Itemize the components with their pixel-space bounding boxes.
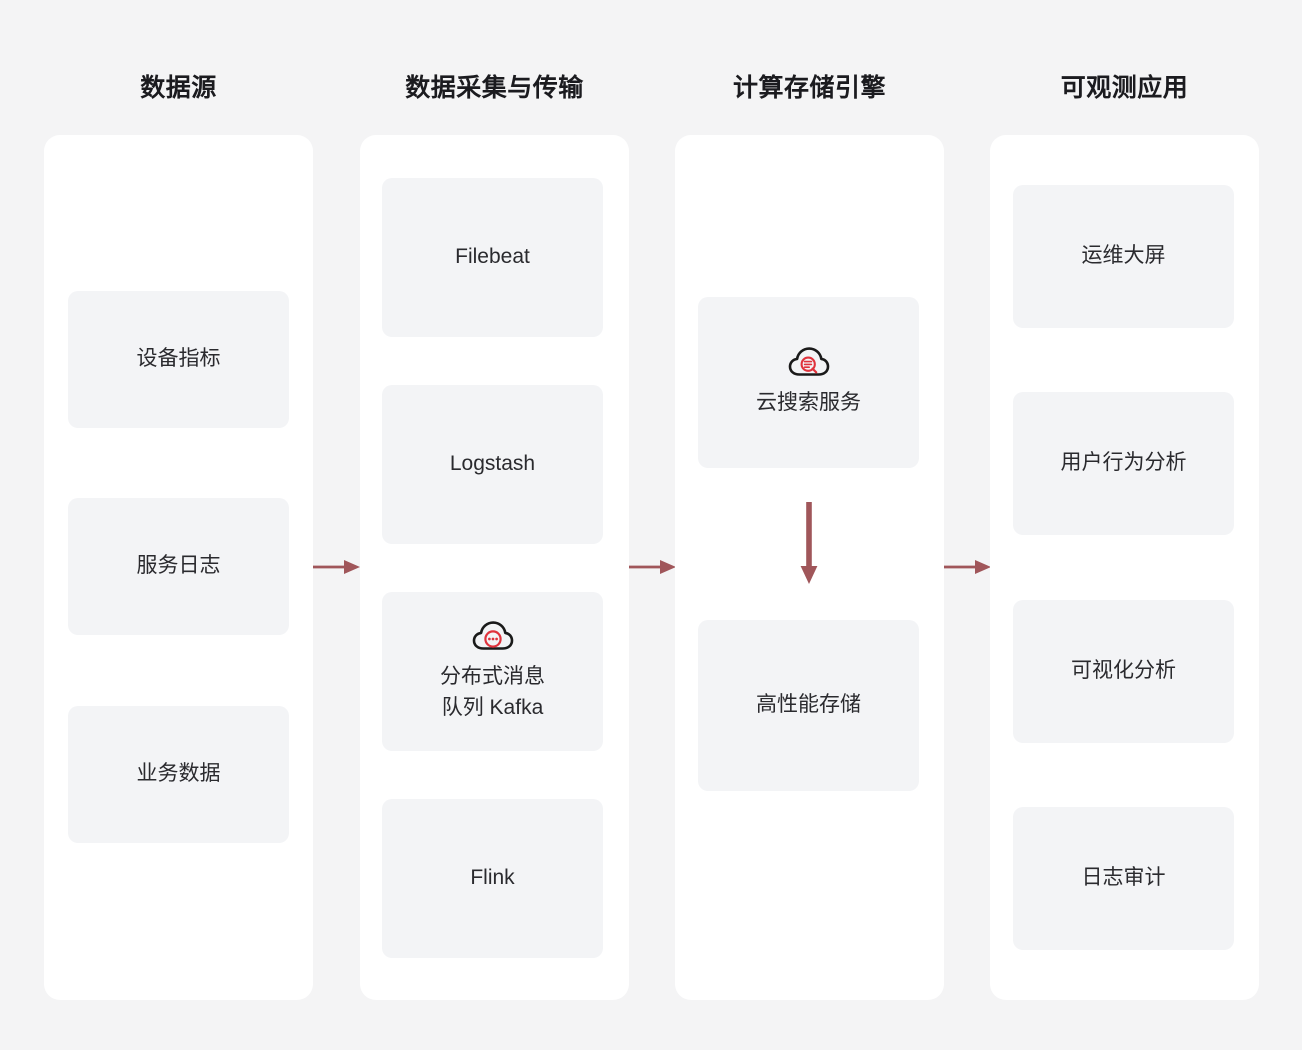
arrow-right-icon — [313, 560, 360, 574]
card-visual-analysis[interactable]: 可视化分析 — [1013, 600, 1234, 743]
card-label: Filebeat — [455, 245, 530, 269]
card-label: Logstash — [449, 452, 536, 476]
card-label: 分布式消息 队列 Kafka — [440, 665, 545, 719]
arrow-right-icon — [629, 560, 676, 574]
column-header-compute-storage-engine: 计算存储引擎 — [732, 74, 886, 102]
card-service-logs[interactable]: 服务日志 — [68, 498, 289, 635]
card-user-behavior-analysis[interactable]: 用户行为分析 — [1013, 392, 1234, 535]
column-header-collection-transport: 数据采集与传输 — [405, 74, 584, 102]
card-label: 日志审计 — [1081, 866, 1166, 890]
card-label: 设备指标 — [136, 347, 221, 371]
card-label: Flink — [470, 866, 515, 890]
cloud-message-queue-icon — [472, 620, 514, 652]
arrow-right-icon — [944, 560, 991, 574]
card-label: 业务数据 — [136, 762, 221, 786]
card-cloud-search-service[interactable]: 云搜索服务 — [698, 297, 919, 468]
arrow-search-to-storage — [798, 502, 820, 586]
card-label: 高性能存储 — [756, 693, 861, 717]
arrow-source-to-collection — [313, 556, 361, 578]
card-log-audit[interactable]: 日志审计 — [1013, 807, 1234, 950]
column-header-observability-apps: 可观测应用 — [1060, 74, 1189, 102]
card-high-performance-storage[interactable]: 高性能存储 — [698, 620, 919, 791]
card-label: 用户行为分析 — [1060, 451, 1187, 475]
card-label: 运维大屏 — [1081, 244, 1166, 268]
card-label: 服务日志 — [136, 554, 221, 578]
arrow-collection-to-engine — [629, 556, 677, 578]
cloud-search-icon — [788, 346, 830, 378]
card-flink[interactable]: Flink — [382, 799, 603, 958]
card-label: 云搜索服务 — [756, 391, 861, 415]
column-header-data-source: 数据源 — [140, 74, 217, 102]
card-filebeat[interactable]: Filebeat — [382, 178, 603, 337]
arrow-engine-to-apps — [944, 556, 992, 578]
card-business-data[interactable]: 业务数据 — [68, 706, 289, 843]
card-kafka[interactable]: 分布式消息 队列 Kafka — [382, 592, 603, 751]
card-logstash[interactable]: Logstash — [382, 385, 603, 544]
card-device-metrics[interactable]: 设备指标 — [68, 291, 289, 428]
card-label: 可视化分析 — [1071, 659, 1176, 683]
card-ops-dashboard[interactable]: 运维大屏 — [1013, 185, 1234, 328]
arrow-down-icon — [800, 502, 818, 584]
